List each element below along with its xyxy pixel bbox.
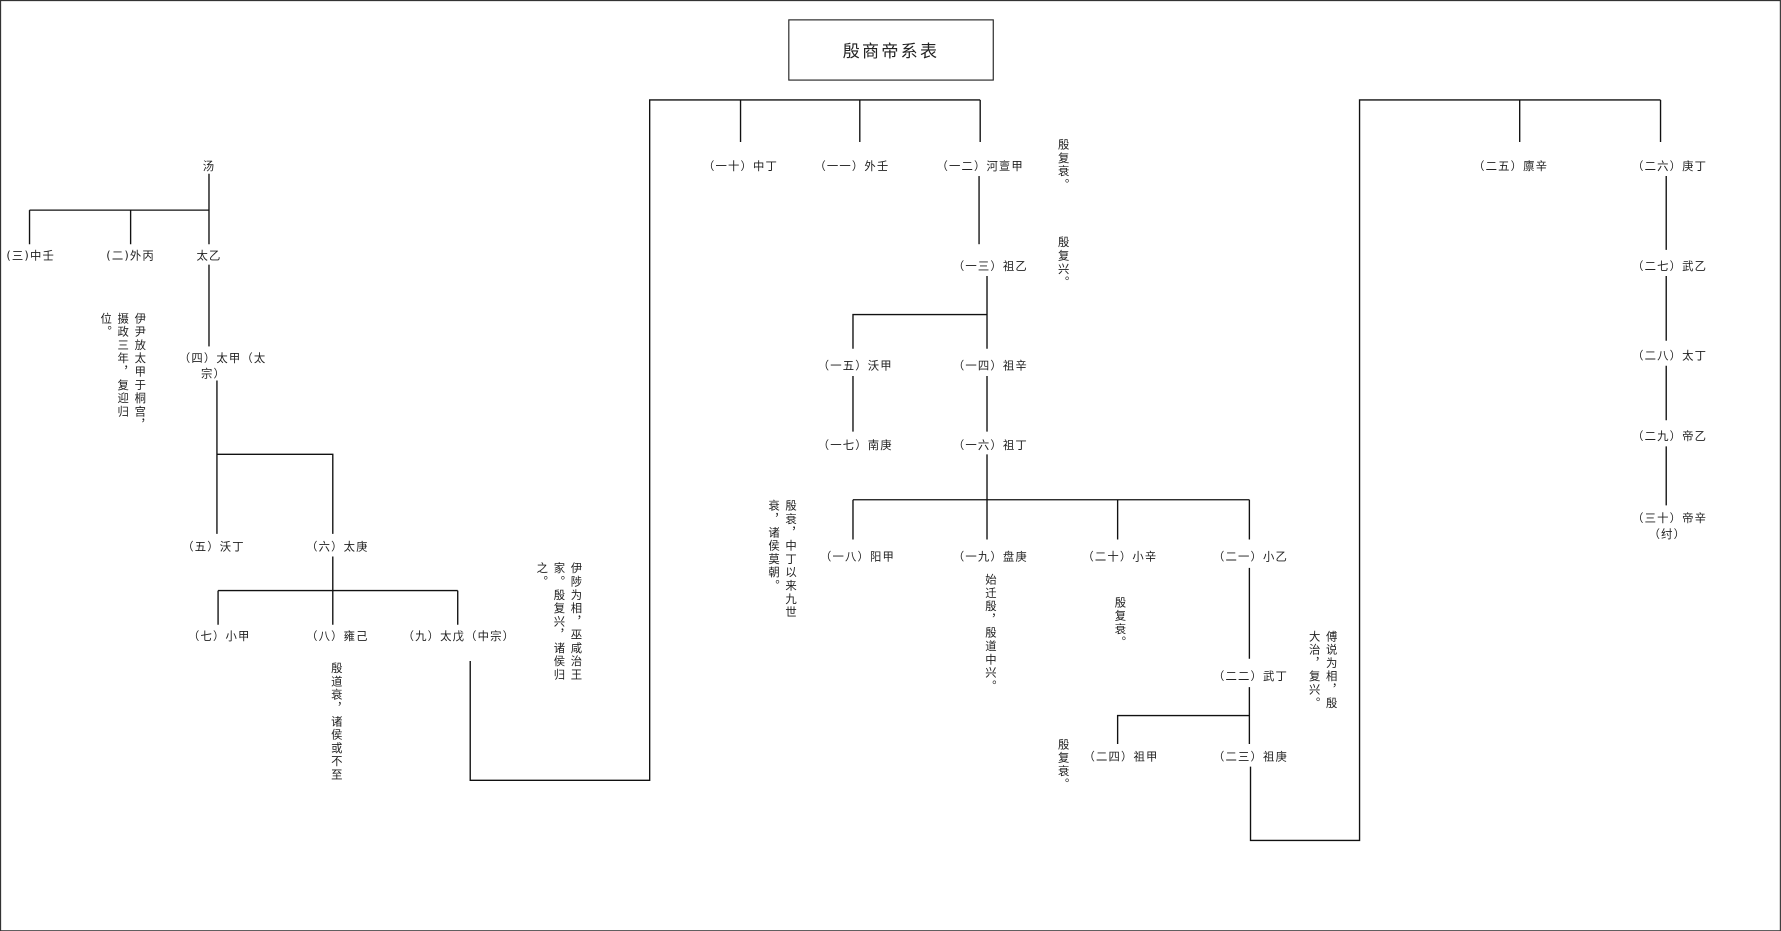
node-wojia: （一五）沃甲 [817,360,893,374]
node-wuding: （二二）武丁 [1213,670,1288,684]
annotation-hedanjia: 殷复衰。 [1055,138,1068,192]
node-zuding: （一六）祖丁 [952,440,1028,453]
annotation-pangeng: 始迁殷，殷道中兴。 [982,573,995,694]
annotation-xiaoxin: 殷复衰。 [1111,596,1125,650]
node-zuyi: （一三）祖乙 [952,260,1028,274]
node-zuxin: （一四）祖辛 [952,360,1028,374]
node-xiaoxin: （二十）小辛 [1082,551,1158,564]
annotation-zujia: 殷复衰。 [1055,738,1068,792]
chart-title: 殷商帝系表 [788,19,994,81]
node-taijia-line2: 宗） [201,368,227,382]
connector [469,99,981,781]
node-taigeng: （六）太庚 [306,541,369,554]
connector [1116,687,1251,744]
annotation-yizhi: 伊陟为相，巫咸治王家。殷复兴，诸侯归之。 [533,562,581,682]
node-dixin: （三十）帝辛 [1632,512,1708,526]
node-zugeng: （二三）祖庚 [1213,751,1288,764]
node-taiyi: 太乙 [196,250,222,263]
node-zujia: （二四）祖甲 [1083,751,1159,764]
node-taijia: （四）太甲（太 [178,352,267,366]
node-hedanjia: （一二）河亶甲 [936,160,1024,174]
annotation-yongji: 殷道衰，诸侯或不至 [328,662,341,782]
node-wairen: （一一）外壬 [814,160,890,174]
node-linxin: （二五）廪辛 [1473,160,1549,174]
connector [1249,99,1662,842]
node-pangeng: （一九）盘庚 [952,551,1028,564]
annotation-fuyue: 傅说为相，殷大治，复兴。 [1306,630,1336,711]
node-xiaojia: （七）小甲 [187,630,251,644]
node-wuyi: （二七）武乙 [1632,260,1708,274]
node-xiaoyi: （二一）小乙 [1213,551,1288,564]
node-gengding: （二六）庚丁 [1632,160,1708,174]
node-yongji: （八）雍己 [306,630,369,644]
node-taiwu: （九）太戊（中宗） [402,630,516,644]
node-taiding: （二八）太丁 [1632,350,1708,363]
node-woding: （五）沃丁 [182,541,245,554]
connector [216,380,334,534]
node-diyi: （二九）帝乙 [1632,431,1708,444]
node-zhongding: （一十）中丁 [703,160,779,174]
connector [852,454,1251,540]
node-waibing: (二)外丙 [106,250,155,263]
annotation-zuyi: 殷复兴。 [1055,236,1068,290]
node-yangjia: （一八）阳甲 [820,551,896,564]
annotation-zhongding-decline: 殷衰，中丁以来九世衰，诸侯莫朝。 [765,499,796,620]
node-nangeng: （一七）南庚 [817,440,893,453]
node-tang: 汤 [202,160,216,174]
connector [852,275,988,349]
annotation-yiyin: 伊尹放太甲于桐宫，摄政三年，复迎归位。 [97,312,145,432]
node-dixin-alias: （纣） [1648,528,1687,542]
node-zhongren: (三)中壬 [6,250,55,263]
connector [852,375,988,432]
connector [217,556,459,625]
connector [28,173,210,245]
